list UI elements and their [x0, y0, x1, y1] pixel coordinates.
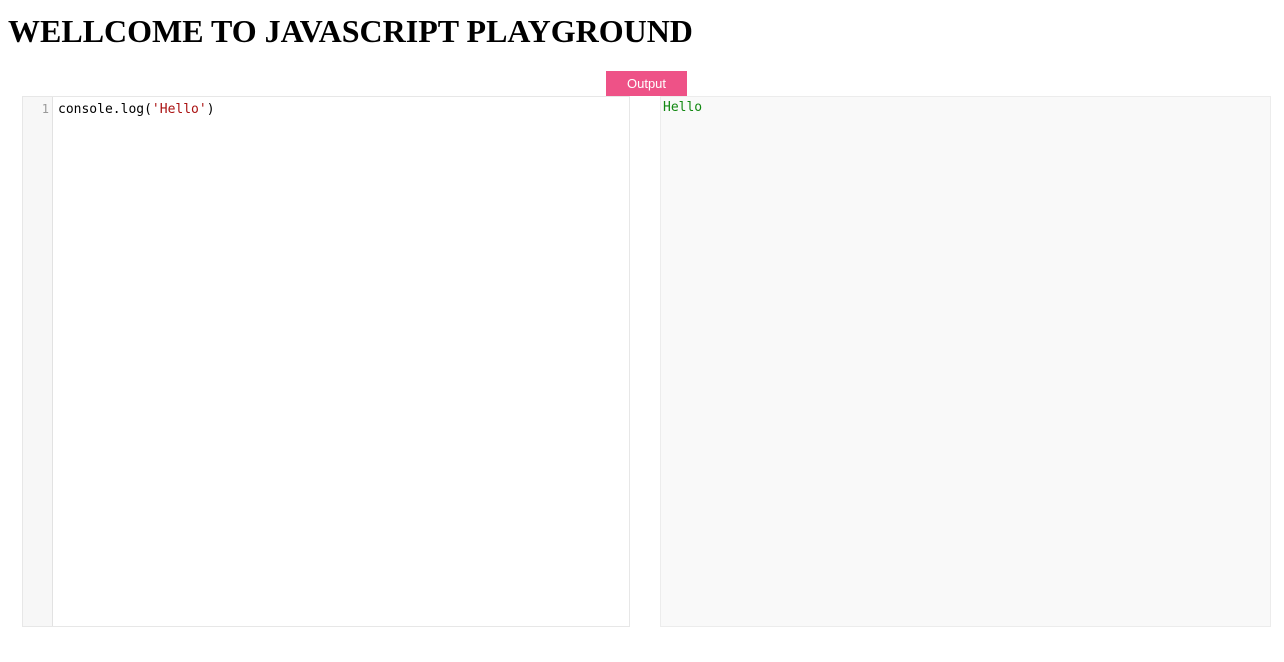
- code-token-string: 'Hello': [151, 102, 207, 117]
- code-editor[interactable]: 1 console.log('Hello'): [22, 96, 630, 627]
- code-line[interactable]: console.log('Hello'): [58, 101, 625, 118]
- page-title: WELLCOME TO JAVASCRIPT PLAYGROUND: [8, 13, 693, 49]
- output-button[interactable]: Output: [606, 71, 687, 96]
- output-line: Hello: [663, 100, 703, 115]
- code-token: ): [206, 102, 215, 117]
- code-token: console.log(: [58, 102, 152, 117]
- line-number: 1: [41, 102, 49, 116]
- line-number-gutter: 1: [23, 97, 53, 626]
- output-panel: Hello: [660, 96, 1271, 627]
